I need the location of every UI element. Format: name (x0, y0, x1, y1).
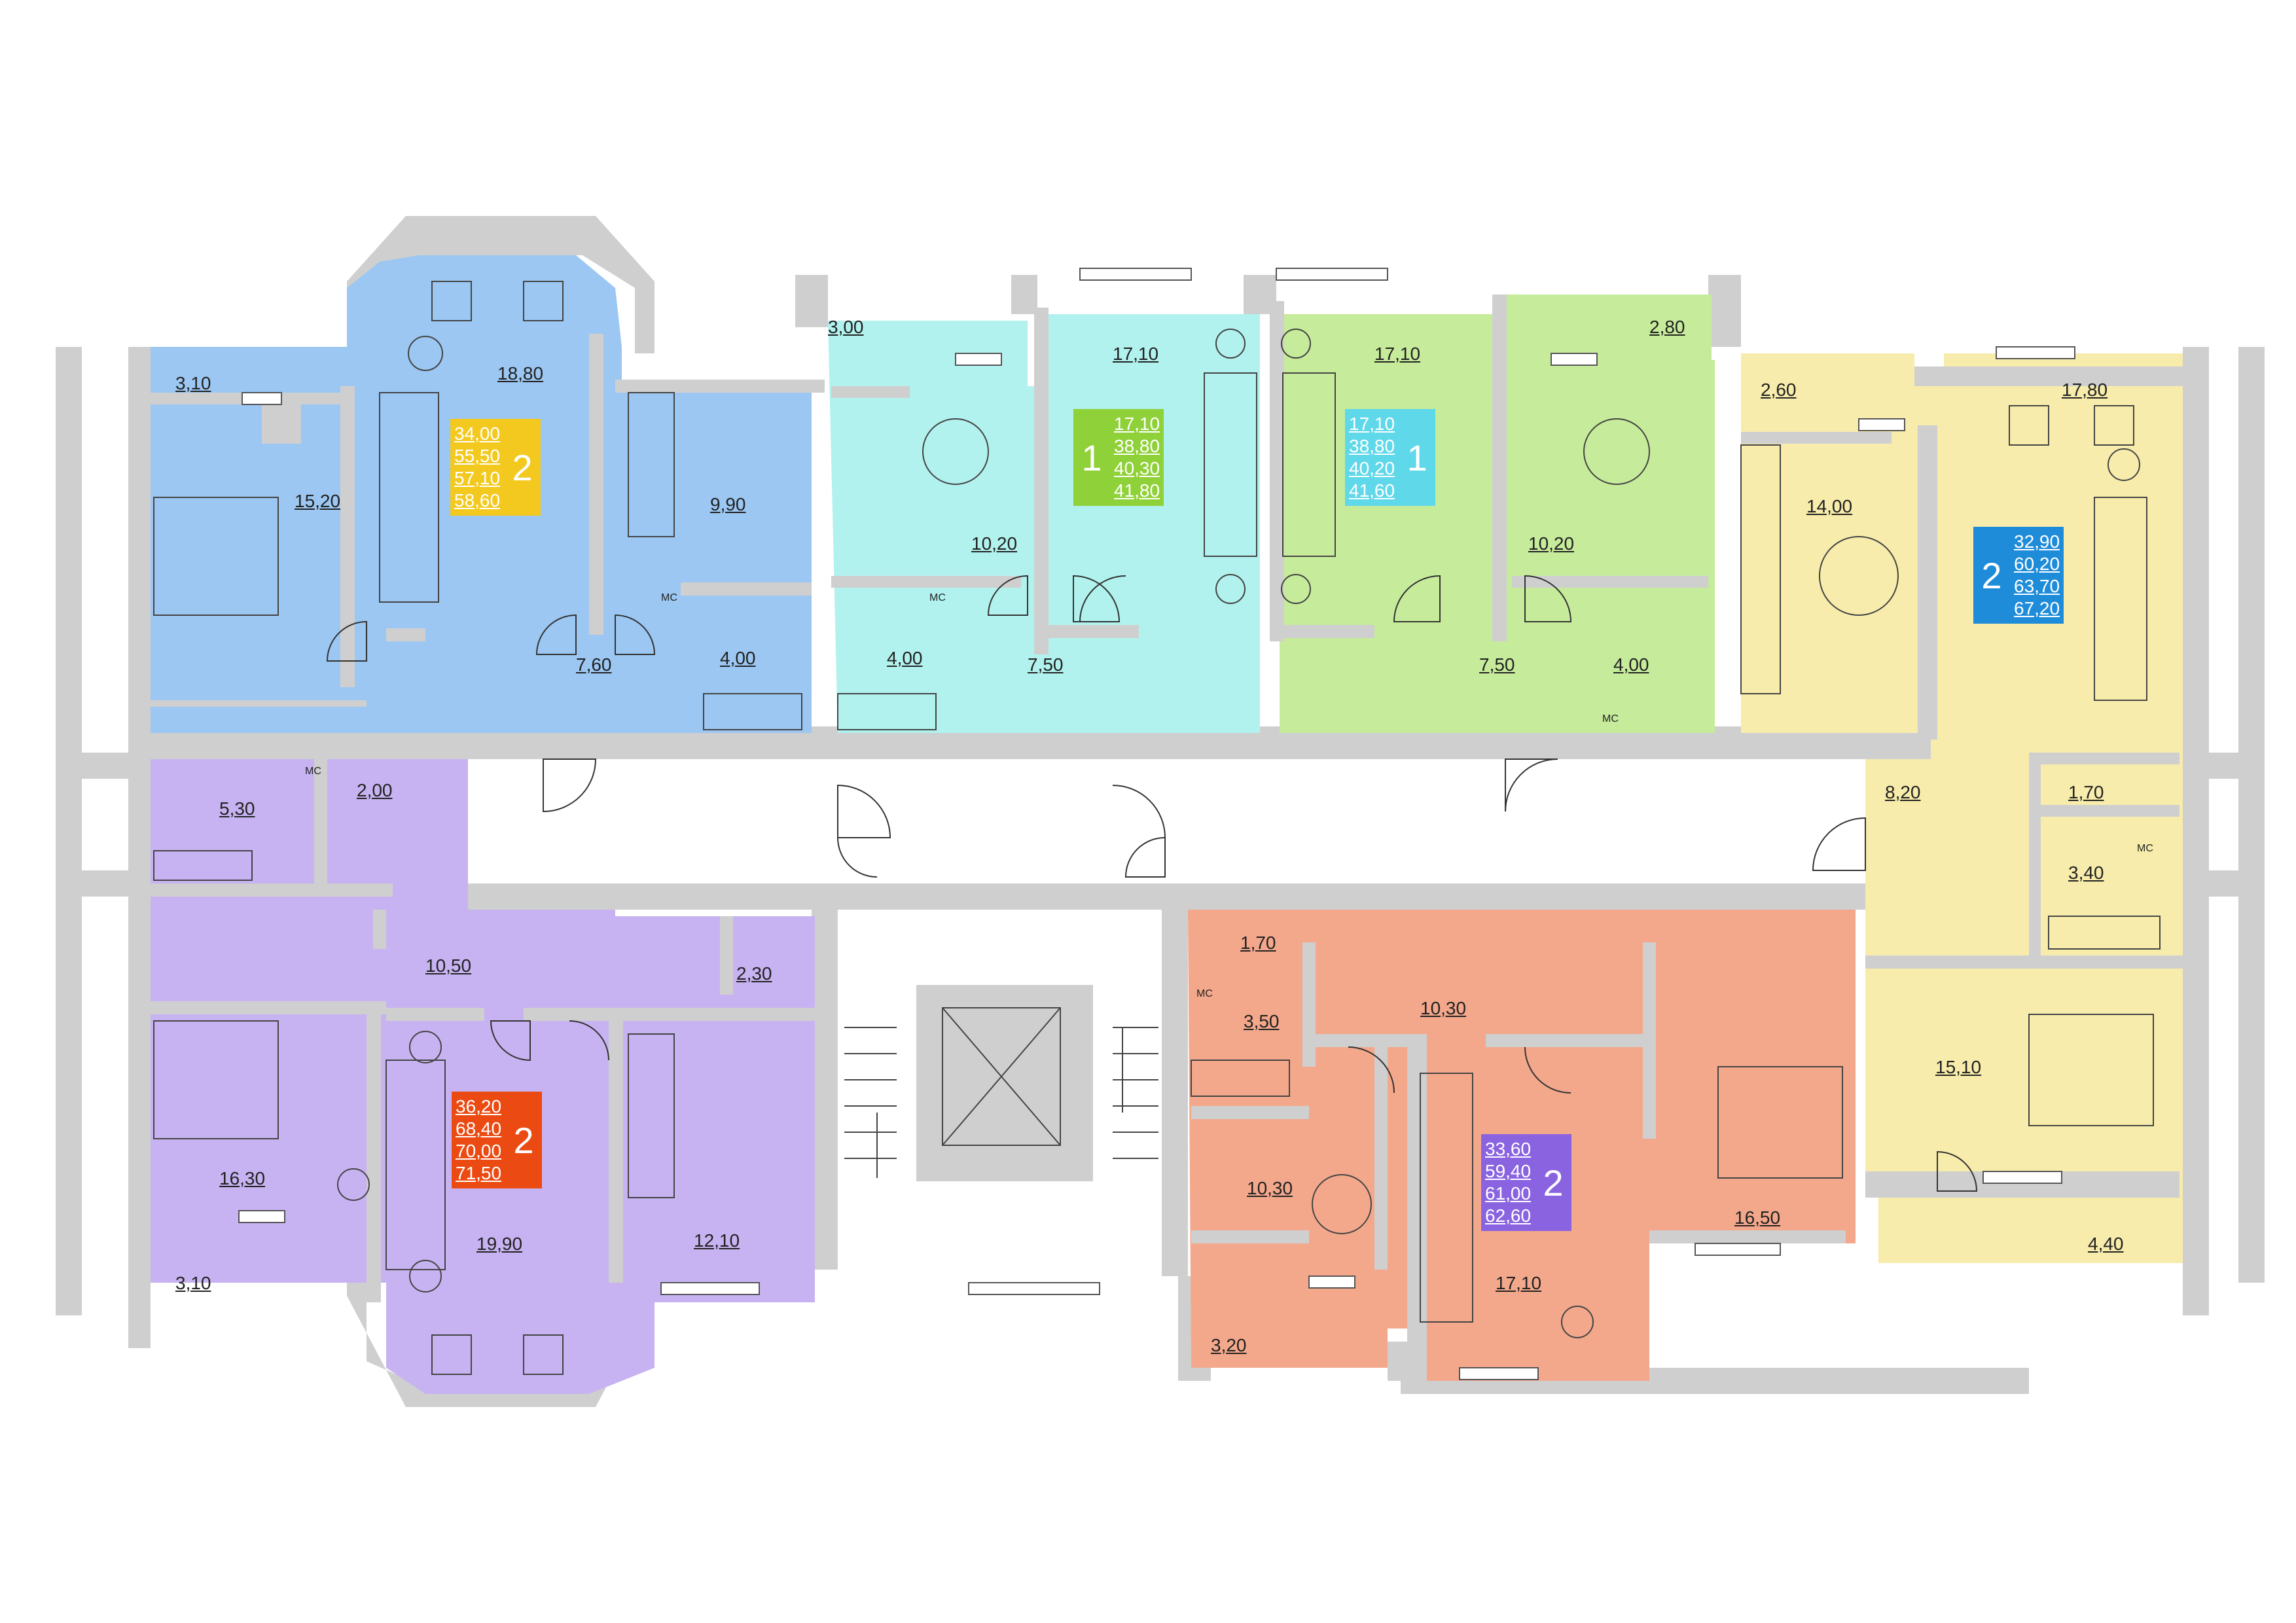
room-area-label: 4,00 (720, 648, 756, 668)
apartment-badge-green[interactable]: 17,10 38,80 40,20 41,60 1 (1345, 409, 1436, 506)
room-area-label: 15,10 (1935, 1057, 1982, 1077)
area-total-full: 41,60 (1349, 480, 1395, 501)
apartment-yellow[interactable] (1741, 353, 2183, 1263)
room-count: 2 (513, 1119, 534, 1161)
room-area-label: 2,30 (736, 963, 772, 984)
area-total-full: 67,20 (2014, 598, 2060, 618)
room-area-label: 18,80 (497, 363, 544, 383)
area-total-full: 71,50 (456, 1163, 502, 1183)
area-total-with-balcony: 61,00 (1485, 1183, 1532, 1204)
area-total-full: 41,80 (1114, 480, 1160, 501)
area-total-full: 62,60 (1485, 1205, 1532, 1226)
room-count: 2 (512, 446, 533, 488)
room-area-label: 7,50 (1479, 654, 1515, 675)
room-area-label: 5,30 (219, 798, 255, 819)
room-area-label: 16,30 (219, 1168, 266, 1188)
area-total-with-balcony: 63,70 (2014, 576, 2060, 596)
door-swings (326, 575, 1978, 1192)
apartment-badge-orange[interactable]: 33,60 59,40 61,00 62,60 2 (1481, 1134, 1572, 1231)
apartment-badge-yellow[interactable]: 2 32,90 60,20 63,70 67,20 (1973, 527, 2064, 624)
toilet-code-label: MC (929, 592, 946, 603)
room-area-label: 3,40 (2068, 863, 2104, 883)
room-area-label: 17,10 (1496, 1273, 1542, 1293)
room-count: 2 (1543, 1162, 1564, 1204)
room-area-label: 19,90 (476, 1234, 523, 1254)
room-area-label: 10,20 (971, 533, 1018, 554)
windows (238, 268, 2075, 1380)
room-area-label: 10,30 (1247, 1178, 1293, 1198)
room-area-label: 10,50 (425, 955, 472, 976)
room-area-label: 4,00 (887, 648, 923, 668)
area-total: 60,20 (2014, 554, 2060, 574)
toilet-code-label: MC (1602, 713, 1619, 724)
room-area-label: 7,50 (1028, 654, 1064, 675)
room-area-label: 2,00 (357, 780, 393, 800)
room-count: 2 (1981, 554, 2002, 596)
room-area-label: 10,20 (1528, 533, 1575, 554)
room-area-label: 8,20 (1885, 782, 1921, 802)
room-area-label: 17,10 (1113, 344, 1159, 364)
room-area-label: 1,70 (2068, 782, 2104, 802)
room-area-label: 3,00 (828, 317, 864, 337)
room-area-label: 9,90 (710, 494, 746, 514)
furniture (153, 281, 2161, 1375)
room-area-label: 16,50 (1734, 1207, 1781, 1228)
toilet-code-label: MC (661, 592, 677, 603)
area-total-with-balcony: 70,00 (456, 1141, 502, 1161)
room-area-label: 2,80 (1649, 317, 1685, 337)
room-area-label: 3,10 (175, 1273, 211, 1293)
area-living: 17,10 (1114, 414, 1160, 434)
room-area-label: 4,00 (1613, 654, 1649, 675)
room-area-label: 3,20 (1211, 1335, 1247, 1355)
apartment-badge-cyan[interactable]: 1 17,10 38,80 40,30 41,80 (1073, 409, 1164, 506)
room-area-label: 17,80 (2062, 380, 2108, 400)
area-total: 59,40 (1485, 1161, 1532, 1181)
area-living: 34,00 (454, 423, 501, 444)
room-area-label: 10,30 (1420, 998, 1467, 1018)
room-area-label: 3,50 (1244, 1011, 1280, 1031)
area-total: 38,80 (1349, 436, 1395, 456)
room-area-label: 17,10 (1374, 344, 1421, 364)
area-total-with-balcony: 57,10 (454, 468, 501, 488)
room-area-label: 2,60 (1761, 380, 1797, 400)
toilet-code-label: MC (2137, 843, 2153, 854)
area-total-with-balcony: 40,20 (1349, 458, 1395, 478)
apartment-purple[interactable] (151, 759, 815, 1394)
room-area-label: 12,10 (694, 1230, 740, 1251)
area-living: 32,90 (2014, 531, 2060, 552)
room-area-label: 14,00 (1806, 496, 1853, 516)
room-area-label: 7,60 (576, 654, 612, 675)
area-living: 33,60 (1485, 1139, 1532, 1159)
room-count: 1 (1081, 437, 1102, 478)
room-area-label: 15,20 (295, 491, 341, 511)
toilet-code-label: MC (305, 766, 321, 777)
room-area-label: 3,10 (175, 373, 211, 393)
structural-walls (56, 216, 2265, 1407)
area-total: 55,50 (454, 446, 501, 466)
room-count: 1 (1407, 437, 1427, 478)
area-total-full: 58,60 (454, 490, 501, 510)
area-living: 17,10 (1349, 414, 1395, 434)
room-area-label: 1,70 (1240, 933, 1276, 953)
area-total-with-balcony: 40,30 (1114, 458, 1160, 478)
toilet-code-label: MC (1196, 988, 1213, 999)
area-living: 36,20 (456, 1096, 502, 1116)
apartment-badge-purple[interactable]: 36,20 68,40 70,00 71,50 2 (452, 1092, 543, 1188)
internal-walls (151, 294, 2186, 1387)
area-total: 38,80 (1114, 436, 1160, 456)
room-area-label: 4,40 (2088, 1234, 2124, 1254)
apartment-badge-blue[interactable]: 34,00 55,50 57,10 58,60 2 (450, 419, 541, 516)
area-total: 68,40 (456, 1118, 502, 1139)
